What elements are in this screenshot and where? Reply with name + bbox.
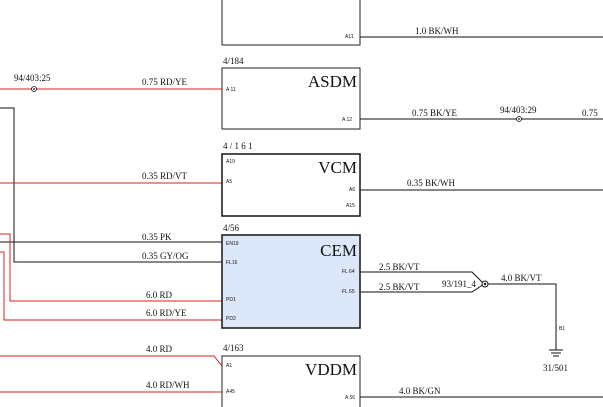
- label-vcm-out: 0.35 BK/WH: [407, 178, 455, 188]
- vcm-box: [221, 153, 361, 217]
- label-splice-left: 94/403:25: [14, 73, 51, 83]
- label-cem-rd: 6.0 RD: [146, 290, 173, 300]
- vcm-pin-a19: A19: [226, 159, 235, 165]
- ground-symbol: [549, 349, 563, 357]
- cem-pin-pd2: PD2: [226, 316, 236, 322]
- label-cem-pk: 0.35 PK: [142, 232, 172, 242]
- cem-ref: 4/56: [223, 223, 240, 233]
- wire-ground: [486, 283, 557, 350]
- vddm-pin-a56: A 56: [345, 395, 355, 401]
- vddm-pin-a1: A1: [226, 363, 232, 369]
- vcm-pin-a6: A6: [349, 187, 355, 193]
- cem-pin-pd1: PD1: [226, 297, 236, 303]
- label-vddm-rdwh: 4.0 RD/WH: [146, 380, 190, 390]
- label-cem-fl65: 2.5 BK/VT: [379, 282, 420, 292]
- cem-title: CEM: [320, 241, 357, 260]
- label-cem-gy: 0.35 GY/OG: [142, 251, 189, 261]
- vcm-pin-a15: A15: [346, 203, 355, 209]
- splice-right: [516, 116, 522, 122]
- label-ground-wire: 4.0 BK/VT: [501, 273, 542, 283]
- label-cem-fl64: 2.5 BK/VT: [379, 262, 420, 272]
- label-asdm-out: 0.75 BK/YE: [412, 108, 458, 118]
- wire-vddm-rd: [0, 355, 223, 367]
- wire-cem-rdye: [0, 251, 222, 321]
- wire-cem-rd: [0, 233, 222, 302]
- vddm-box: [221, 355, 361, 407]
- label-top-right: 1.0 BK/WH: [415, 26, 459, 36]
- wire-cem-fl64: [360, 271, 485, 285]
- label-ground-pin: B1: [559, 326, 565, 332]
- label-vddm-out: 4.0 BK/GN: [399, 386, 441, 396]
- asdm-ref: 4/184: [223, 56, 244, 66]
- label-splice-right: 94/403:29: [500, 105, 537, 115]
- cem-pin-fl16: FL16: [226, 260, 238, 266]
- wire-cem-fl65: [360, 283, 485, 293]
- label-vddm-rd: 4.0 RD: [146, 344, 173, 354]
- vcm-title: VCM: [318, 158, 357, 177]
- cem-box: [221, 234, 361, 329]
- label-asdm-in: 0.75 RD/YE: [142, 77, 188, 87]
- splice-left: [31, 86, 37, 92]
- cem-pin-en19: EN19: [226, 241, 239, 247]
- label-splice-junction: 93/191_4: [442, 279, 477, 289]
- top-pin-a11: A11: [345, 34, 354, 40]
- vddm-pin-a45: A45: [226, 389, 235, 395]
- wire-cem-gy: [0, 107, 222, 263]
- asdm-pin-a11: A 11: [226, 87, 236, 93]
- label-vcm-in: 0.35 RD/VT: [142, 171, 188, 181]
- cem-pin-fl64: FL 64: [342, 269, 355, 275]
- asdm-box: [221, 67, 361, 130]
- asdm-pin-a12: A 12: [342, 117, 352, 123]
- cem-pin-fl65: FL 65: [342, 289, 355, 295]
- vcm-pin-a5: A5: [226, 179, 232, 185]
- label-cem-rdye: 6.0 RD/YE: [146, 308, 187, 318]
- label-ground-ref: 31/501: [543, 363, 568, 373]
- splice-junction: [481, 280, 489, 288]
- label-asdm-out-far: 0.75: [582, 108, 598, 118]
- vddm-ref: 4/163: [223, 343, 244, 353]
- vddm-title: VDDM: [305, 360, 357, 379]
- vcm-ref: 4 / 1 6 1: [223, 141, 253, 151]
- top-component-box: [221, 0, 361, 46]
- asdm-title: ASDM: [308, 72, 357, 91]
